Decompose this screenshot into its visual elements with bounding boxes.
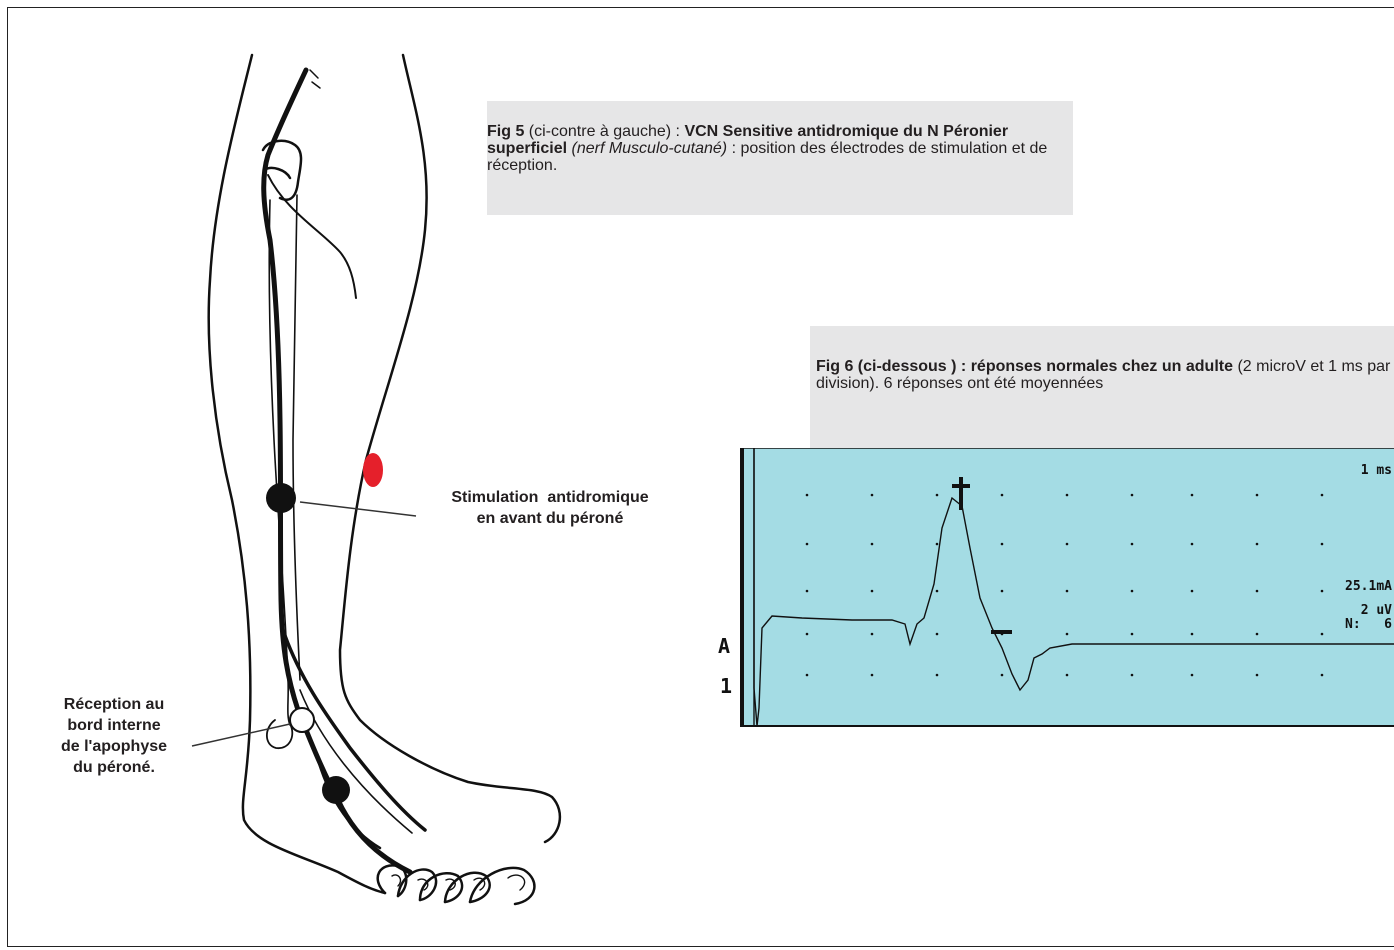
grid-dot xyxy=(1256,494,1259,497)
grid-dot xyxy=(1256,674,1259,677)
grid-dot xyxy=(1131,633,1134,636)
grid-dot xyxy=(1321,543,1324,546)
amplitude-label: 2 uV xyxy=(1361,603,1392,618)
grid-dot xyxy=(1256,543,1259,546)
grid-dot xyxy=(936,494,939,497)
reception-label-line4: du péroné. xyxy=(26,757,202,778)
fig5-caption: Fig 5 (ci-contre à gauche) : VCN Sensiti… xyxy=(487,101,1073,215)
averages-label: N: 6 xyxy=(1345,617,1392,632)
stimulation-red-dot xyxy=(363,453,383,487)
distal-electrode xyxy=(322,776,350,804)
grid-dot xyxy=(1001,494,1004,497)
grid-dot xyxy=(871,633,874,636)
stimulation-label-line1: Stimulation antidromique xyxy=(412,487,688,508)
reception-electrode xyxy=(290,708,314,732)
grid-dot xyxy=(1191,543,1194,546)
grid-dot xyxy=(936,633,939,636)
grid-dot xyxy=(1191,633,1194,636)
grid-dot xyxy=(1131,590,1134,593)
grid-dot xyxy=(1256,633,1259,636)
grid-dot xyxy=(936,674,939,677)
channel-number: 1 xyxy=(720,674,732,698)
grid-dot xyxy=(1066,590,1069,593)
fig5-italic: (nerf Musculo-cutané) xyxy=(571,140,727,157)
grid-dot xyxy=(1131,494,1134,497)
grid-dot xyxy=(871,590,874,593)
grid-dot xyxy=(806,674,809,677)
fig6-caption: Fig 6 (ci-dessous ) : réponses normales … xyxy=(810,326,1394,457)
grid-dot xyxy=(936,590,939,593)
grid-dot xyxy=(1066,494,1069,497)
grid-dot xyxy=(1066,674,1069,677)
grid-dot xyxy=(1131,674,1134,677)
reception-label: Réception au bord interne de l'apophyse … xyxy=(26,694,202,778)
emg-trace-panel: 1 ms 25.1mA 2 uV N: 6 A 1 xyxy=(712,448,1394,730)
fig5-title: Fig 5 xyxy=(487,123,524,140)
grid-dot xyxy=(871,674,874,677)
grid-dot xyxy=(936,543,939,546)
fig5-note: (ci-contre à gauche) : xyxy=(529,123,680,140)
grid-dot xyxy=(806,494,809,497)
grid-dot xyxy=(1066,543,1069,546)
channel-letter: A xyxy=(718,634,730,658)
grid-dot xyxy=(1321,674,1324,677)
reception-label-line3: de l'apophyse xyxy=(26,736,202,757)
grid-dot xyxy=(1001,674,1004,677)
stimulation-label: Stimulation antidromique en avant du pér… xyxy=(412,487,688,529)
grid-dot xyxy=(1066,633,1069,636)
grid-dot xyxy=(1001,543,1004,546)
current-label: 25.1mA xyxy=(1345,579,1392,594)
reception-label-line2: bord interne xyxy=(26,715,202,736)
trace-background xyxy=(740,448,1394,726)
grid-dot xyxy=(1256,590,1259,593)
grid-dot xyxy=(1191,494,1194,497)
grid-dot xyxy=(1131,543,1134,546)
grid-dot xyxy=(1191,590,1194,593)
grid-dot xyxy=(1321,494,1324,497)
stimulation-label-line2: en avant du péroné xyxy=(412,508,688,529)
grid-dot xyxy=(806,543,809,546)
grid-dot xyxy=(1191,674,1194,677)
grid-dot xyxy=(1001,590,1004,593)
grid-dot xyxy=(871,494,874,497)
time-scale-label: 1 ms xyxy=(1361,463,1392,478)
stimulation-electrode xyxy=(266,483,296,513)
grid-dot xyxy=(806,633,809,636)
grid-dot xyxy=(1321,633,1324,636)
grid-dot xyxy=(871,543,874,546)
grid-dot xyxy=(806,590,809,593)
reception-pointer xyxy=(192,724,290,746)
reception-label-line1: Réception au xyxy=(26,694,202,715)
fig6-title: Fig 6 (ci-dessous ) : réponses normales … xyxy=(816,358,1233,375)
grid-dot xyxy=(1321,590,1324,593)
